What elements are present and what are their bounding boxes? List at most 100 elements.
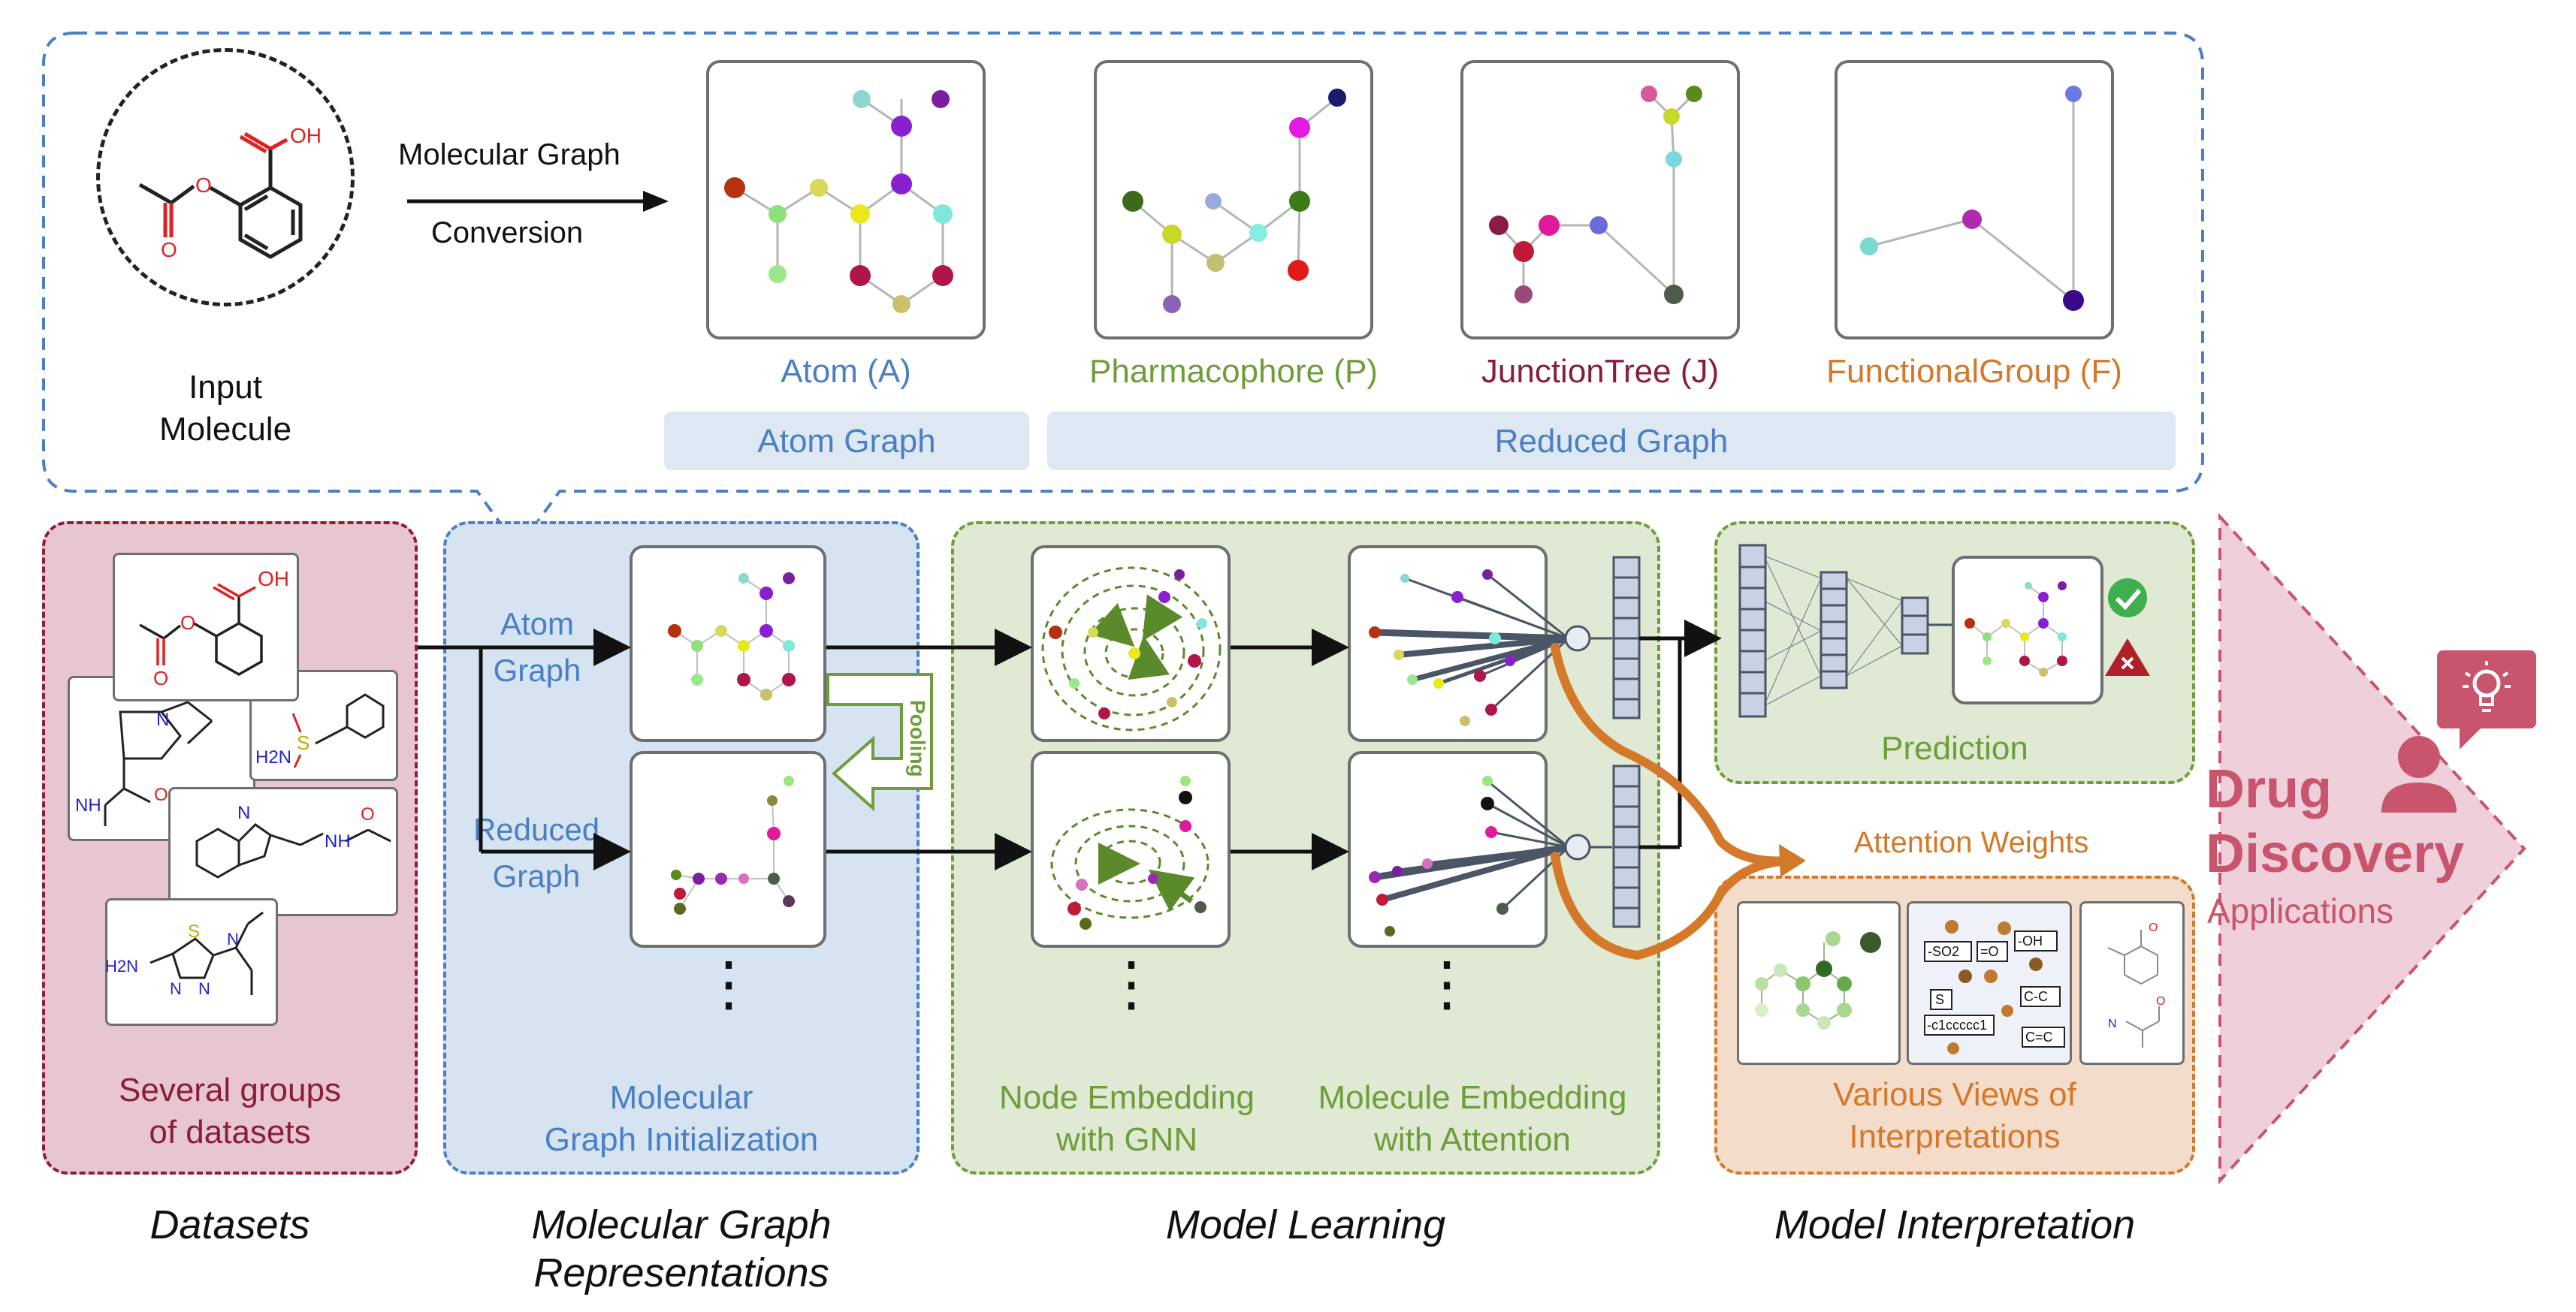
prediction-graph-card <box>1952 556 2103 704</box>
o-carbonyl-label: O <box>153 667 168 689</box>
h2n-atom-label: H2N <box>105 957 138 976</box>
o-atom-label: O <box>361 804 375 825</box>
input-molecule-circle <box>96 48 355 306</box>
check-icon <box>2108 578 2147 617</box>
stage-model-interpretation: Model Interpretation <box>1774 1202 2136 1247</box>
n-atom-label: N <box>227 930 239 949</box>
warning-icon <box>2105 638 2150 676</box>
functional-group-graph-drawing <box>1860 86 2084 311</box>
prediction-graph-drawing <box>1964 581 2067 677</box>
graph-drawings <box>724 86 2084 313</box>
top-callout-frame <box>42 32 2204 551</box>
fragment-cc: C-C <box>2024 989 2048 1004</box>
dataset-split-arrows <box>418 629 1349 870</box>
junction-tree-graph-card <box>1460 60 1740 339</box>
oh-atom-label: OH <box>258 567 289 590</box>
conversion-arrow <box>407 191 669 212</box>
interp-molecule-card <box>2079 901 2185 1065</box>
input-molecule-structure: OH O O <box>138 124 322 261</box>
o-atom-label: O <box>2156 995 2165 1008</box>
prediction-label: Prediction <box>1881 730 2028 767</box>
n-atom-label: N <box>237 803 250 823</box>
n-atom-label: N <box>198 979 210 998</box>
attention-weights-label: Attention Weights <box>1853 826 2089 859</box>
functional-group-graph-label: FunctionalGroup (F) <box>1826 353 2122 390</box>
fragment-oh: -OH <box>2018 933 2043 949</box>
attention-weight-arrowhead <box>1779 844 1806 877</box>
attention-atom-edges <box>1371 573 1572 711</box>
to-prediction-arrows <box>1639 620 1722 849</box>
o-atom-label: O <box>195 173 212 197</box>
oh-atom-label: OH <box>290 124 322 147</box>
conversion-label-2: Conversion <box>430 216 584 249</box>
interp-graph-card <box>1737 901 1901 1065</box>
atom-graph-drawing <box>724 90 953 313</box>
dataset-molecule-card <box>168 787 398 916</box>
attention-reduced-nodes <box>1369 776 1508 936</box>
o-atom-label: O <box>2149 921 2158 934</box>
discovery-label: Discovery <box>2206 824 2465 884</box>
n-atom-label: N <box>2108 1018 2117 1030</box>
lightbulb-speech-icon <box>2437 650 2536 749</box>
interp-fragment-boxes: -SO2 =O -OH S C-C -c1ccccc1 C=C <box>1924 920 2065 1054</box>
pharmacophore-graph-label: Pharmacophore (P) <box>1089 353 1378 390</box>
atom-graph-label: Atom (A) <box>781 353 911 390</box>
interp-graph-drawing <box>1755 931 1881 1030</box>
pooling-arrow: Pooling <box>826 673 933 812</box>
person-icon <box>2381 736 2457 813</box>
gnn-atom-nodes <box>1049 569 1207 719</box>
atom-graph-band-label: Atom Graph <box>757 423 936 460</box>
stage-mol-graph-1: Molecular Graph <box>531 1202 832 1247</box>
pooling-label: Pooling <box>906 700 929 777</box>
gnn-reduced-nodes <box>1068 776 1206 930</box>
attention-weight-arrows <box>1551 643 1792 961</box>
nh-atom-label: NH <box>325 831 351 852</box>
fragment-s: S <box>1935 992 1944 1007</box>
s-atom-label: S <box>297 731 310 754</box>
n-atom-label: N <box>156 710 169 730</box>
o-carbonyl-label: O <box>161 238 177 261</box>
o-atom-label: O <box>154 785 168 805</box>
attention-atom-nodes <box>1369 569 1515 726</box>
reduced-graph-init-drawing <box>671 776 795 915</box>
stage-datasets: Datasets <box>149 1202 310 1247</box>
attention-reduced-edges <box>1371 780 1572 910</box>
dataset-molecule-card <box>105 898 278 1026</box>
conversion-label-1: Molecular Graph <box>398 138 621 171</box>
fragment-o: =O <box>1980 944 1999 959</box>
stage-model-learning: Model Learning <box>1165 1202 1446 1247</box>
pharmacophore-graph-drawing <box>1122 89 1346 313</box>
readout-vectors <box>1564 556 1641 928</box>
junction-tree-graph-drawing <box>1489 86 1702 304</box>
reduced-graph-init-card <box>630 751 826 948</box>
nh-atom-label: NH <box>75 795 101 816</box>
reduced-graph-band <box>1047 412 2176 470</box>
stage-mol-graph-2: Representations <box>533 1250 829 1295</box>
dataset-molecule-drawings: OH O O O NH N S H2N NH O N S H2N N N N <box>75 567 391 998</box>
atom-graph-band <box>664 412 1029 470</box>
h2n-atom-label: H2N <box>255 747 291 768</box>
prediction-mlp <box>1738 544 1952 718</box>
atom-graph-init-drawing <box>668 572 796 701</box>
s-atom-label: S <box>188 921 200 942</box>
junction-tree-graph-label: JunctionTree (J) <box>1481 353 1720 390</box>
fragment-dbl: C=C <box>2025 1030 2053 1045</box>
drug-discovery-arrow <box>2218 512 2526 1185</box>
fragment-ring: -c1ccccc1 <box>1927 1018 1987 1033</box>
fragment-so2: -SO2 <box>1928 944 1959 959</box>
drug-label: Drug <box>2206 759 2332 819</box>
reduced-graph-band-label: Reduced Graph <box>1494 423 1729 460</box>
interp-molecule-drawing <box>2107 930 2160 1048</box>
o-atom-label: O <box>180 611 195 634</box>
n-atom-label: N <box>170 979 182 998</box>
applications-label: Applications <box>2207 891 2394 930</box>
